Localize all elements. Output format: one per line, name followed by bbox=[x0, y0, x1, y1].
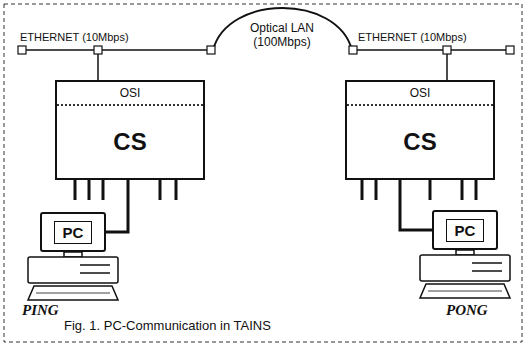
pc-monitor: PC bbox=[432, 210, 498, 250]
network-label: ETHERNET (10Mbps) bbox=[20, 31, 129, 43]
network-label: Optical LAN (100Mbps) bbox=[241, 21, 323, 49]
server-label: CS bbox=[347, 106, 493, 178]
pc-cable bbox=[400, 180, 432, 230]
screen-label: PC bbox=[54, 221, 93, 244]
server-label: CS bbox=[57, 106, 203, 178]
pc-monitor: PC bbox=[40, 212, 106, 252]
communication-server-box: OSICS bbox=[55, 80, 205, 180]
figure-caption: Fig. 1. PC-Communication in TAINS bbox=[64, 318, 271, 333]
pc-cable bbox=[106, 180, 128, 232]
communication-server-box: OSICS bbox=[345, 80, 495, 180]
host-name: PING bbox=[22, 302, 59, 319]
network-label: ETHERNET (10Mbps) bbox=[358, 31, 467, 43]
screen-label: PC bbox=[446, 219, 485, 242]
host-name: PONG bbox=[446, 302, 488, 319]
layer-label: OSI bbox=[347, 82, 493, 106]
layer-label: OSI bbox=[57, 82, 203, 106]
